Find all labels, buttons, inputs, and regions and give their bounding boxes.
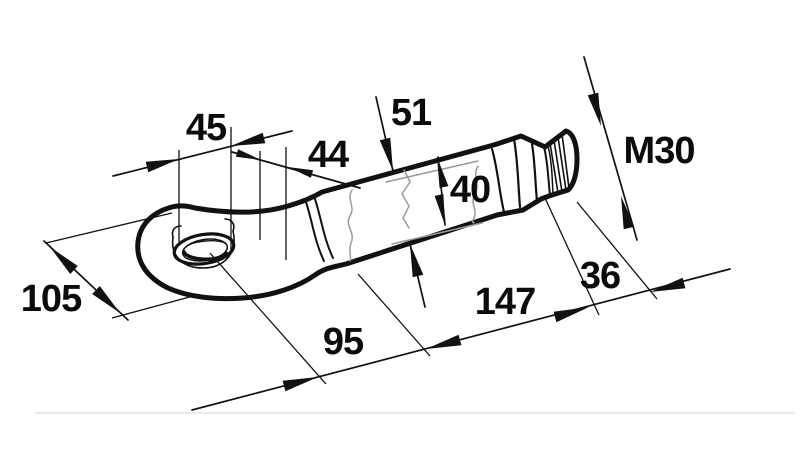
hex-junction-arc — [490, 147, 506, 214]
arrowhead-36-right — [650, 277, 686, 292]
dimension-label-m30: M30 — [623, 130, 696, 172]
arrowhead-40-top — [437, 157, 449, 188]
thread-collar-line-2 — [547, 145, 554, 194]
leader-hole-center — [209, 252, 327, 385]
arrowhead-m30-top — [587, 92, 601, 126]
dimension-label-40: 40 — [449, 169, 491, 211]
arrowheads — [50, 92, 686, 392]
arrowhead-44-left — [235, 149, 261, 160]
thread-collar-line-1 — [543, 146, 551, 196]
arrowhead-95-right — [426, 334, 462, 349]
arrowhead-44-right — [288, 167, 314, 178]
dimension-label-44: 44 — [307, 134, 349, 176]
bore-edge-top — [385, 160, 479, 183]
arrowhead-51-bottom — [410, 244, 424, 278]
thread-crest-lines — [549, 133, 570, 194]
dim-line-m30 — [583, 56, 638, 241]
arrowhead-147-right — [553, 307, 589, 323]
arrowhead-40-bottom — [434, 194, 445, 225]
dimension-label-95: 95 — [322, 321, 364, 363]
arrowhead-95-left — [282, 377, 318, 392]
leader-hex-face — [544, 197, 600, 316]
breakout-section — [347, 160, 483, 262]
arrowhead-105-top — [50, 247, 78, 274]
extension-line-105-top — [45, 212, 173, 244]
eye-hole-inner-arc — [185, 240, 227, 248]
dimension-label-51: 51 — [390, 92, 432, 134]
hex-face-line-2 — [530, 142, 539, 203]
dimension-label-147: 147 — [474, 281, 536, 323]
eye-thread-arc — [171, 230, 235, 269]
breakout-zigzag — [401, 169, 411, 229]
arrowhead-51-top — [379, 137, 393, 171]
part-details — [171, 133, 570, 269]
eye-thread-hook-right — [224, 218, 235, 232]
hex-face-line-1 — [512, 137, 522, 209]
leader-thread-end — [576, 201, 658, 300]
part-silhouette — [135, 128, 580, 302]
breakout-wavy-left — [347, 189, 353, 262]
dimension-label-105: 105 — [20, 278, 82, 320]
dimension-label-36: 36 — [579, 255, 621, 297]
extension-line-105-bottom — [111, 294, 198, 319]
neck-junction-arc-2 — [313, 195, 334, 259]
neck-junction-arc-1 — [304, 198, 325, 262]
arrowhead-m30-bottom — [621, 196, 635, 230]
dimension-label-45: 45 — [185, 107, 227, 149]
eye-hole-shadow — [182, 250, 228, 261]
arrowhead-45-left — [145, 159, 179, 173]
leader-neck-junction — [357, 273, 431, 357]
arrowhead-45-right — [231, 132, 266, 146]
extension-lines — [45, 127, 658, 385]
bore-edge-bottom — [391, 222, 483, 245]
part-outline — [135, 128, 580, 302]
dim-line-chain-95-147-36 — [191, 268, 731, 411]
arrowhead-105-bottom — [92, 286, 120, 313]
breakout-wavy-right — [471, 165, 479, 224]
